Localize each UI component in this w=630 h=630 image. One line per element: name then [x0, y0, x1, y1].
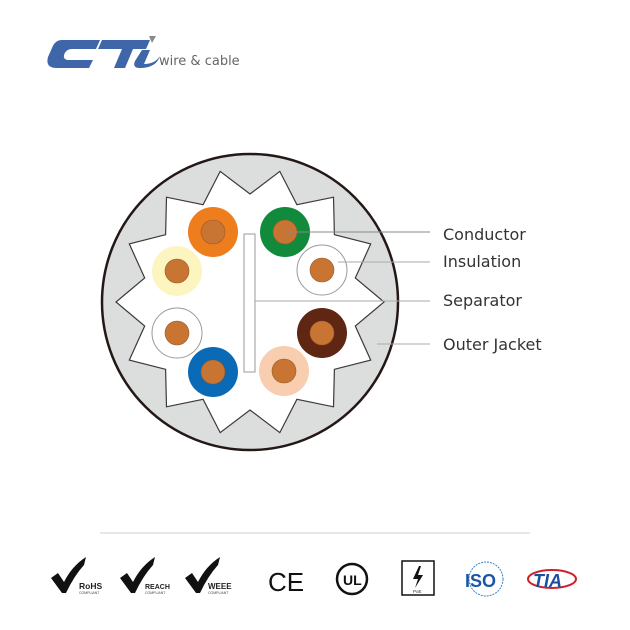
conductor: [200, 219, 226, 245]
iso-mark: ISO: [465, 561, 504, 597]
conductor-label: Conductor: [443, 225, 526, 244]
weee-badge: WEEE COMPLIANT: [185, 557, 232, 595]
ce-mark: CE: [268, 567, 304, 597]
iso-text: ISO: [465, 571, 496, 591]
outer-jacket-label: Outer Jacket: [443, 335, 542, 354]
reach-text: REACH: [145, 584, 170, 591]
tia-text: TIA: [533, 571, 562, 591]
wire-white-green: [296, 244, 348, 296]
conductor: [271, 358, 297, 384]
conductor: [164, 258, 190, 284]
poe-badge: PoE: [401, 560, 435, 596]
poe-text: PoE: [413, 589, 422, 594]
conductor: [164, 320, 190, 346]
ul-text: UL: [343, 572, 362, 588]
logo-triangle: [149, 36, 156, 43]
logo-i: [134, 50, 160, 68]
rohs-badge: RoHS COMPLIANT: [51, 557, 102, 595]
lightning-icon: [413, 566, 423, 588]
wire-orange: [188, 207, 238, 257]
globe-icon: [468, 561, 504, 597]
checkmark-icon: [120, 557, 155, 593]
wire-blue: [188, 347, 238, 397]
separator-label: Separator: [443, 291, 522, 310]
conductor: [309, 257, 335, 283]
ul-mark: UL: [335, 562, 369, 596]
wire-white-blue: [151, 307, 203, 359]
weee-text: WEEE: [208, 582, 232, 591]
conductor: [309, 320, 335, 346]
checkmark-icon: [51, 557, 86, 593]
wire-white-brown: [259, 346, 309, 396]
wire-brown: [297, 308, 347, 358]
cti-logo: wire & cable: [47, 36, 240, 69]
reach-sub: COMPLIANT: [145, 591, 166, 595]
rohs-text: RoHS: [79, 581, 102, 591]
checkmark-icon: [185, 557, 220, 593]
separator: [243, 233, 256, 373]
weee-sub: COMPLIANT: [208, 591, 229, 595]
insulation-label: Insulation: [443, 252, 521, 271]
wire-white-orange: [152, 246, 202, 296]
tia-mark: TIA: [527, 569, 577, 591]
reach-badge: REACH COMPLIANT: [120, 557, 170, 595]
rohs-sub: COMPLIANT: [79, 591, 100, 595]
brand-tagline: wire & cable: [159, 54, 240, 69]
logo-mark: [47, 40, 150, 68]
ce-text: CE: [268, 567, 304, 597]
conductor: [200, 359, 226, 385]
